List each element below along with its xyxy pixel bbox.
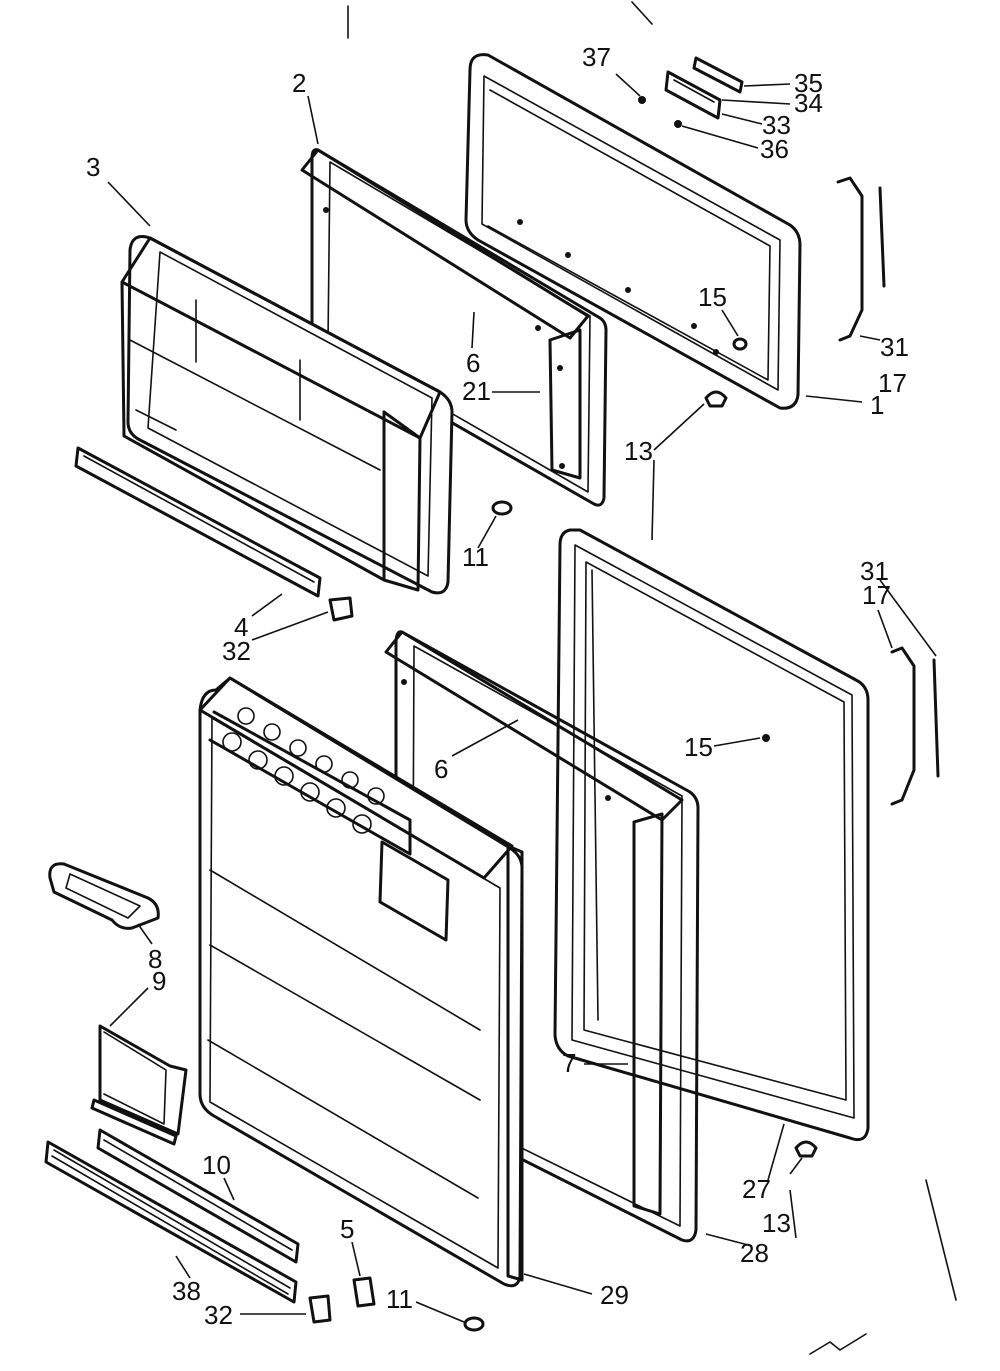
part-13-door-stop-lower — [794, 1140, 818, 1158]
part-2-freezer-door-liner — [300, 148, 608, 507]
part-8-door-tray — [48, 862, 160, 930]
callout-15-lower: 15 — [684, 732, 713, 762]
callout-15-upper: 15 — [698, 282, 727, 312]
callout-38: 38 — [172, 1276, 201, 1306]
callout-35: 35 — [794, 68, 823, 98]
callout-36: 36 — [760, 134, 789, 164]
callout-31-lower: 31 — [860, 556, 889, 586]
part-34-handle-base — [664, 70, 722, 120]
callout-17-lower: 17 — [862, 580, 891, 610]
callout-7: 7 — [562, 1048, 576, 1078]
callout-17-upper: 17 — [878, 368, 907, 398]
callout-labels: 37 35 34 33 36 2 3 6 21 15 31 17 1 13 11… — [86, 42, 909, 1330]
part-13-door-stop-upper — [704, 390, 728, 408]
part-27-fresh-food-outer-door — [553, 528, 870, 1142]
callout-37: 37 — [582, 42, 611, 72]
callout-11-upper: 11 — [462, 542, 489, 572]
callout-31-upper: 31 — [880, 332, 909, 362]
callout-33: 33 — [762, 110, 791, 140]
part-32-rail-end-cap-upper — [328, 596, 354, 622]
part-15-plug-lower — [762, 734, 770, 742]
part-9-dairy-compartment-door — [90, 1024, 188, 1146]
part-36-plug — [674, 120, 682, 128]
part-37-screw — [638, 96, 646, 104]
callout-6-upper: 6 — [466, 348, 480, 378]
part-29-fresh-food-inner-liner — [198, 676, 524, 1288]
callout-3: 3 — [86, 152, 100, 182]
part-1-freezer-outer-door — [464, 53, 802, 410]
part-31-upper-hinge-rod — [878, 186, 886, 288]
leader-lines — [107, 1, 957, 1355]
part-17-lower-hinge-bracket — [890, 646, 916, 806]
part-10-lower-shelf-rail — [96, 1128, 300, 1264]
part-38-lower-shelf-rail — [44, 1140, 298, 1304]
part-15-plug-upper — [732, 337, 748, 351]
callout-29: 29 — [600, 1280, 629, 1310]
part-32-rail-end-cap-lower — [308, 1294, 332, 1324]
callout-10: 10 — [202, 1150, 231, 1180]
part-35-handle-trim — [692, 56, 744, 94]
part-3-freezer-door-shelf — [120, 235, 454, 595]
callout-5: 5 — [340, 1214, 354, 1244]
part-31-lower-hinge-rod — [932, 658, 940, 778]
callout-27: 27 — [742, 1174, 771, 1204]
part-17-upper-hinge-bracket — [836, 176, 864, 342]
callout-4: 4 — [234, 612, 248, 642]
callout-8: 8 — [148, 944, 162, 974]
part-5-rail-end-cap — [352, 1276, 376, 1308]
callout-34: 34 — [794, 88, 823, 118]
part-11-screw-upper — [491, 500, 513, 516]
callout-1: 1 — [870, 390, 884, 420]
part-11-screw-lower — [463, 1316, 485, 1332]
callout-21: 21 — [462, 376, 491, 406]
callout-28: 28 — [740, 1238, 769, 1268]
callout-32-lower: 32 — [204, 1300, 233, 1330]
callout-13-upper: 13 — [624, 436, 653, 466]
callout-6-lower: 6 — [434, 754, 448, 784]
callout-32-upper: 32 — [222, 636, 251, 666]
callout-11-lower: 11 — [386, 1284, 413, 1314]
part-4-freezer-shelf-rail — [74, 446, 322, 598]
callout-13-lower: 13 — [762, 1208, 791, 1238]
callout-2: 2 — [292, 68, 306, 98]
callout-9: 9 — [152, 966, 166, 996]
